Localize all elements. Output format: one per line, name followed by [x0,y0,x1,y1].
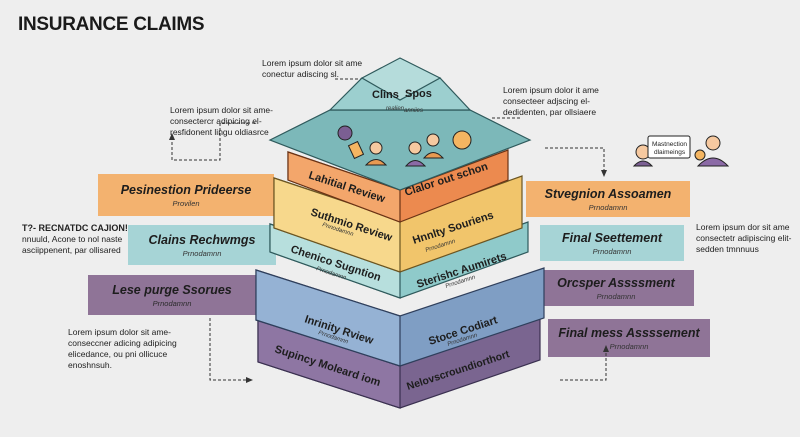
roof-left-sub: realien [386,106,405,112]
note-bottom-left: Lorem ipsum dolor sit ame-conseccner adi… [68,327,177,370]
roof-left-label: Clins [372,89,399,101]
pyramid-roof [268,57,532,191]
roof-right-label: Spos [405,88,432,100]
tier-4 [255,267,545,367]
dashed-connectors [171,78,607,381]
note-top-left: Lorem ipsum dolor sit ame-consectercr ad… [170,105,273,137]
tier-2 [273,175,523,273]
mediation-badge-icon [632,135,730,167]
badge-line2: dlaimeings [654,149,686,156]
badge-line1: Mastnection [652,141,687,148]
arrow-heads [169,133,609,383]
note-mid-left: T?- RECNATDC CAJION! nnuuld, Acone to no… [22,223,128,255]
roof-right-sub: anniies [404,108,423,114]
people-icon [337,125,472,167]
page-title: INSURANCE CLAIMS [18,14,205,35]
note-mid-left-title: T?- RECNATDC CAJION! [22,223,128,233]
